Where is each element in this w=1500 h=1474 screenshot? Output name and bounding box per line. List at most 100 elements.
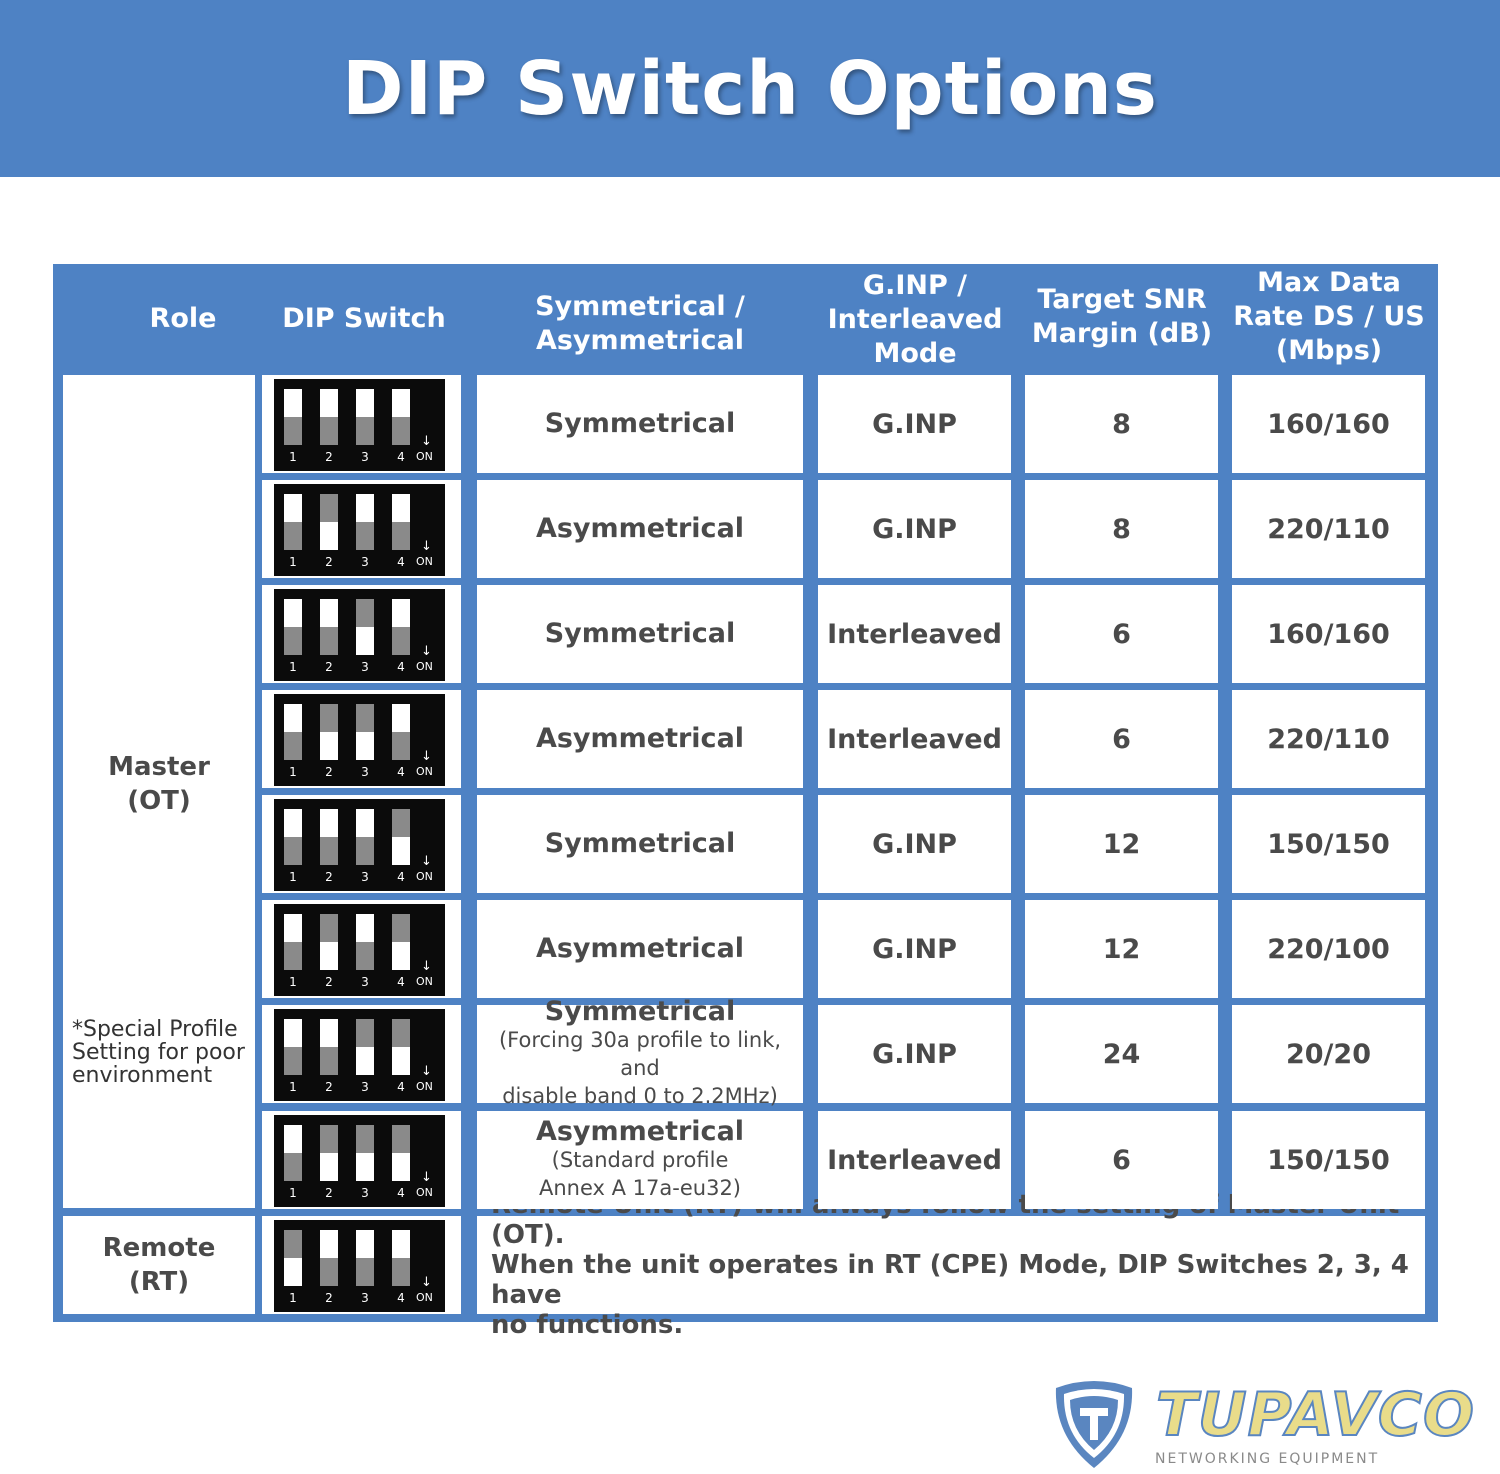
down-arrow-icon: ↓	[421, 539, 432, 554]
dip-switch-knob	[320, 1125, 338, 1153]
rate-value: 150/150	[1267, 828, 1390, 860]
dip-switch-number: 4	[397, 1080, 405, 1094]
down-arrow-icon: ↓	[421, 434, 432, 449]
dip-switch-number: 2	[325, 765, 333, 779]
ginp-value: G.INP	[872, 828, 957, 860]
dip-switch-number: 1	[289, 870, 297, 884]
dip-switch-number: 4	[397, 660, 405, 674]
ginp-value: G.INP	[872, 408, 957, 440]
dip-switch-knob	[356, 704, 374, 732]
snr-cell: 6	[1025, 690, 1218, 788]
logo-wordmark: TUPAVCO	[1155, 1379, 1475, 1451]
ginp-value: G.INP	[872, 513, 957, 545]
dip-switch-3	[356, 494, 374, 550]
rate-value: 220/100	[1267, 933, 1390, 965]
dip-switch-1	[284, 809, 302, 865]
snr-cell: 6	[1025, 585, 1218, 683]
rate-cell: 160/160	[1232, 375, 1425, 473]
dip-switch-knob	[320, 494, 338, 522]
down-arrow-icon: ↓	[421, 1064, 432, 1079]
dip-switch-knob	[284, 1230, 302, 1258]
mode-text: Symmetrical	[544, 618, 736, 649]
rate-value: 20/20	[1285, 1038, 1371, 1070]
rate-cell: 220/110	[1232, 690, 1425, 788]
mode-cell: Asymmetrical(Standard profile Annex A 17…	[477, 1111, 803, 1209]
dip-switch-number: 2	[325, 1186, 333, 1200]
header-role: Role	[149, 303, 217, 334]
mode-text: Asymmetrical	[535, 723, 745, 754]
dip-switch-1	[284, 599, 302, 655]
page-title: DIP Switch Options	[342, 45, 1158, 132]
snr-value: 8	[1112, 408, 1131, 440]
dip-switch-4	[392, 1230, 410, 1286]
dip-on-label: ON	[416, 1291, 433, 1304]
dip-switch-2	[320, 704, 338, 760]
dip-switch-knob	[356, 1125, 374, 1153]
dip-switch-knob	[284, 732, 302, 760]
dip-switch-knob	[284, 942, 302, 970]
dip-switch-number: 4	[397, 870, 405, 884]
dip-switch-4	[392, 704, 410, 760]
snr-cell: 24	[1025, 1005, 1218, 1103]
dip-switch-4	[392, 599, 410, 655]
dip-switch-4	[392, 914, 410, 970]
dip-switch-number: 3	[361, 660, 369, 674]
dip-switch-3	[356, 599, 374, 655]
snr-cell: 8	[1025, 480, 1218, 578]
title-banner: DIP Switch Options	[0, 0, 1500, 177]
dip-switch-2	[320, 1125, 338, 1181]
dip-switch-knob	[392, 627, 410, 655]
dip-switch-3	[356, 1230, 374, 1286]
mode-text: Asymmetrical	[535, 933, 745, 964]
mode-text: Symmetrical	[544, 996, 736, 1027]
dip-switch-knob	[392, 1258, 410, 1286]
dip-switch-number: 2	[325, 555, 333, 569]
dip-switch-knob	[356, 522, 374, 550]
dip-switch-number: 4	[397, 975, 405, 989]
mode-cell: Symmetrical(Forcing 30a profile to link,…	[477, 998, 803, 1108]
dip-switch-4	[392, 809, 410, 865]
dip-switch-4	[392, 1019, 410, 1075]
ginp-cell: Interleaved	[818, 585, 1011, 683]
dip-switch-knob	[392, 809, 410, 837]
dip-switch-number: 2	[325, 975, 333, 989]
ginp-cell: G.INP	[818, 1005, 1011, 1103]
dip-on-label: ON	[416, 660, 433, 673]
snr-value: 12	[1102, 933, 1141, 965]
dip-switch-knob	[284, 1153, 302, 1181]
dip-switch-1	[284, 389, 302, 445]
ginp-cell: Interleaved	[818, 690, 1011, 788]
dip-switch-4	[392, 1125, 410, 1181]
ginp-cell: G.INP	[818, 795, 1011, 893]
dip-switch-knob	[284, 837, 302, 865]
dip-switch-knob	[356, 417, 374, 445]
dip-switch-knob	[392, 1019, 410, 1047]
ginp-value: G.INP	[872, 933, 957, 965]
mode-cell: Asymmetrical	[477, 900, 803, 998]
snr-value: 8	[1112, 513, 1131, 545]
dip-switch-number: 2	[325, 870, 333, 884]
down-arrow-icon: ↓	[421, 749, 432, 764]
dip-switch-table: Role DIP Switch Symmetrical / Asymmetric…	[53, 264, 1438, 1340]
dip-switch-3	[356, 704, 374, 760]
dip-on-label: ON	[416, 765, 433, 778]
dip-switch-2	[320, 809, 338, 865]
rate-value: 160/160	[1267, 408, 1390, 440]
header-dip-switch: DIP Switch	[282, 303, 446, 334]
dip-switch-3	[356, 914, 374, 970]
header-snr: Target SNR Margin (dB)	[1031, 284, 1213, 349]
dip-switch-1	[284, 1125, 302, 1181]
role-master-cell: Master (OT) *Special Profile Setting for…	[63, 375, 255, 1208]
dip-switch-knob	[392, 1125, 410, 1153]
rate-value: 220/110	[1267, 513, 1390, 545]
ginp-cell: G.INP	[818, 375, 1011, 473]
ginp-value: Interleaved	[827, 723, 1002, 755]
header-mode: Symmetrical / Asymmetrical	[535, 291, 745, 356]
rate-cell: 160/160	[1232, 585, 1425, 683]
dip-switch-2	[320, 914, 338, 970]
dip-switch-2	[320, 599, 338, 655]
